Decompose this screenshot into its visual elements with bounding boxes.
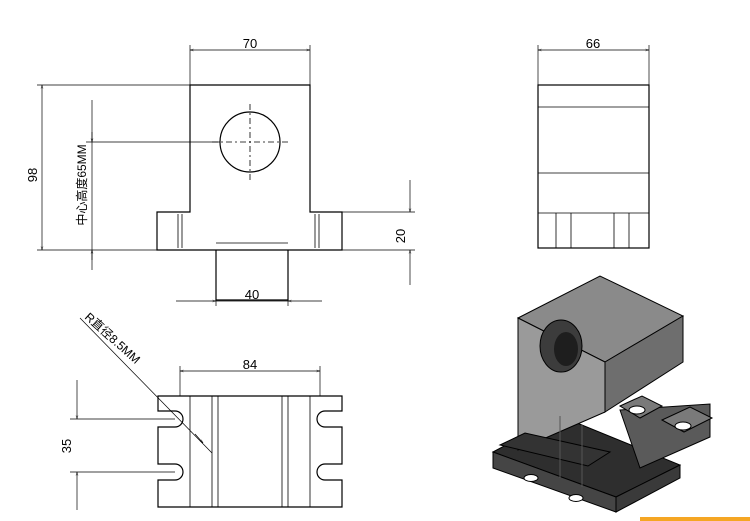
dimension-tongue-width	[176, 299, 322, 306]
dimension-center-height	[86, 100, 220, 270]
dimension-base-length	[179, 366, 321, 396]
slot-radius-leader	[79, 317, 213, 454]
label-top-width: 70	[243, 36, 257, 51]
isometric-view	[491, 275, 714, 513]
label-side-width: 66	[586, 36, 600, 51]
front-view-body-outline	[156, 84, 343, 251]
accent-bar	[640, 517, 750, 521]
label-base-length: 84	[243, 357, 257, 372]
front-view	[156, 84, 343, 301]
label-overall-height: 98	[25, 168, 40, 182]
iso-side-face	[604, 315, 684, 413]
label-slot-radius: R直径8.5MM	[82, 310, 143, 367]
dimension-overall-height	[37, 84, 190, 251]
dimension-base-height	[342, 180, 415, 285]
label-slot-spacing: 35	[59, 439, 74, 453]
label-center-height: 中心高度65MM	[74, 144, 89, 225]
front-view-tongue	[215, 250, 289, 301]
label-base-height: 20	[393, 229, 408, 243]
dimension-side-width	[537, 45, 650, 85]
top-view	[157, 395, 343, 508]
side-view	[537, 84, 650, 249]
label-tongue-width: 40	[245, 287, 259, 302]
dimension-top-width	[189, 45, 311, 85]
side-view-outline	[537, 84, 650, 249]
top-view-outline	[157, 395, 343, 508]
dimension-slot-spacing	[70, 380, 175, 510]
